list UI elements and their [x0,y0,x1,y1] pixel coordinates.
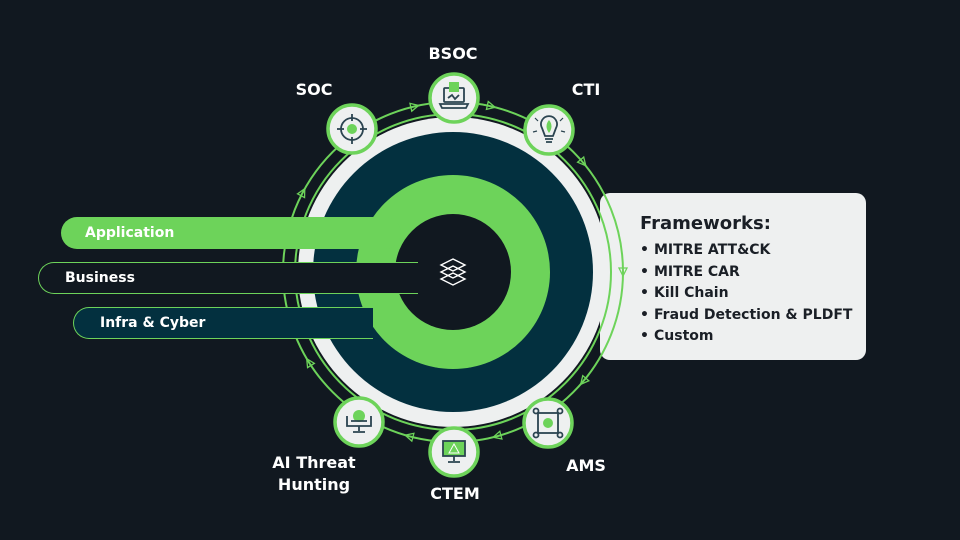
chip-pin [556,407,564,415]
chip-gear-icon [532,407,564,439]
framework-item: •Custom [640,328,714,344]
chip-pin [532,407,540,415]
ray [560,130,566,133]
lightbulb-leaf-icon [532,115,566,143]
chip-pin [556,431,564,439]
chip-pin [532,431,540,439]
orbit-arrow-icon [296,187,306,199]
ray [559,117,564,122]
label-bsoc: BSOC [428,44,478,63]
label-ai-threat-hunting: AI Threat Hunting [272,453,356,494]
node-ai-threat-hunting [333,396,385,448]
list-card [449,82,459,92]
frameworks-panel [600,193,866,360]
label-soc: SOC [295,80,333,99]
framework-item: •Fraud Detection & PLDFT [640,306,853,323]
orbit-arrow-icon [576,155,587,167]
laptop-base [438,103,470,109]
chip [537,412,559,434]
target-icon [337,114,367,144]
alert-triangle [448,442,460,454]
bulb-base [545,138,553,143]
framework-item: •Kill Chain [640,285,729,301]
gear [543,418,553,428]
node-soc [326,103,378,155]
framework-item: •MITRE ATT&CK [640,242,771,258]
monitor-stand [351,420,367,433]
layer-shape [439,265,467,279]
node-bsoc [428,72,480,124]
layers-icon [439,258,467,286]
monitor-ai-icon [346,410,372,433]
layer-business[interactable]: Business [38,262,418,294]
label-ams: AMS [566,456,606,475]
orbit-arrow-icon [409,102,421,113]
orbit-arrow-icon [491,430,503,440]
node-ctem [428,426,480,478]
frameworks-title: Frameworks: [640,213,771,234]
node-circles [326,72,575,478]
orbit-arrow-icon [617,267,629,278]
label-cti: CTI [571,80,601,99]
target-core [347,124,357,134]
node-cti [523,104,575,156]
frameworks-list: •MITRE ATT&CK •MITRE CAR •Kill Chain •Fr… [640,240,852,348]
orbit-arrow-icon [485,100,497,111]
label-ctem: CTEM [430,484,480,503]
orbit-arrow-icon [579,374,591,386]
framework-item: •MITRE CAR [640,263,740,280]
layer-shape [439,272,467,286]
ray [534,117,539,122]
monitor-alert-icon [442,440,466,463]
monitor-stand [448,456,460,463]
layer-application[interactable]: Application [61,217,401,249]
orbit-arrow-icon [305,357,316,369]
ai-globe [353,410,365,422]
layer-shape [439,258,467,272]
hub-core [395,214,511,330]
laptop-dashboard-icon [438,82,470,109]
ray [532,130,538,133]
bulb [540,115,558,137]
node-ams [522,397,574,449]
leaf [546,120,552,133]
layer-infra-cyber[interactable]: Infra & Cyber [73,307,373,339]
chart-line [447,93,460,101]
orbit-arrow-icon [403,432,415,443]
